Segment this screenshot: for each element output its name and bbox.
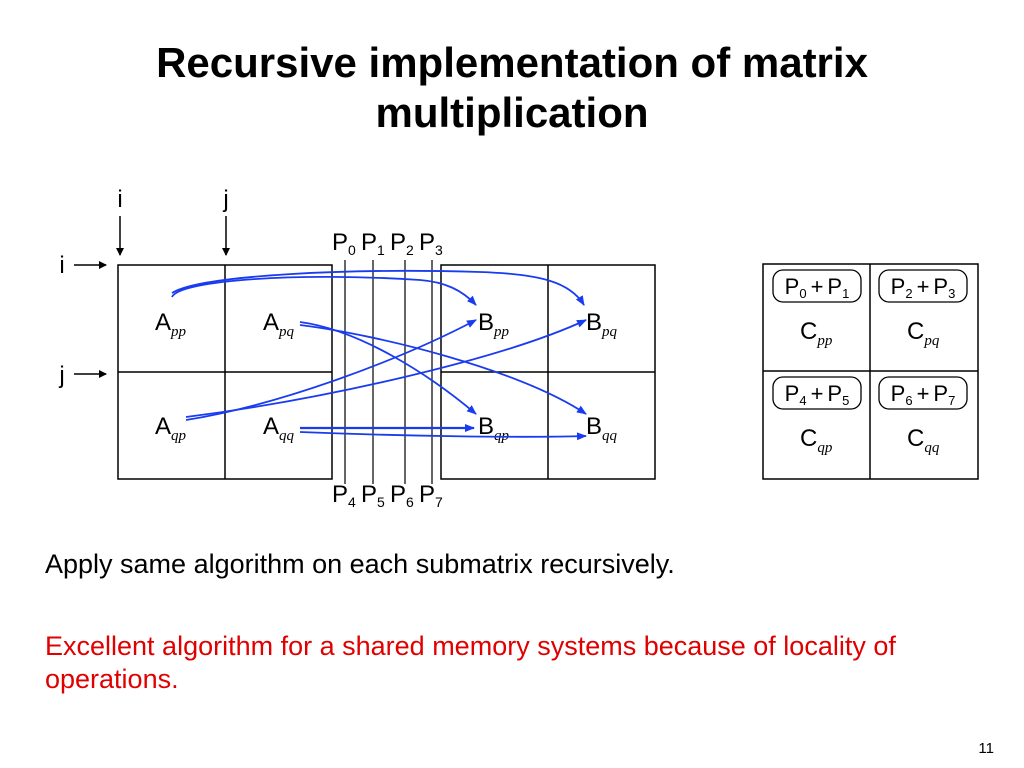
- processor-label-p0: P0: [332, 229, 356, 258]
- arrow-apq-to-bqq: [299, 324, 587, 415]
- matrix-c-cell-qp: P4+P5 Cqp: [772, 376, 862, 456]
- arrow-app-to-bpp: [171, 276, 477, 306]
- matrix-a-labels: App Apq Aqp Aqq: [155, 309, 295, 444]
- left-j-label: j: [58, 362, 64, 389]
- matrix-b-grid: [440, 264, 656, 480]
- processor-label-p2: P2: [390, 229, 414, 258]
- sum-p0-p1: P0+P1: [785, 274, 850, 301]
- processor-lines: [344, 260, 433, 484]
- sum-p4-p5: P4+P5: [785, 381, 850, 408]
- processor-labels-bottom: P4 P5 P6 P7: [332, 481, 443, 510]
- label-a-qp: Aqp: [155, 413, 187, 444]
- label-c-pp: Cpp: [800, 318, 833, 349]
- arrow-aqp-to-bpq: [185, 319, 587, 418]
- processor-label-p3: P3: [419, 229, 443, 258]
- matrix-b-labels: Bpp Bpq Bqp Bqq: [478, 309, 618, 444]
- slide-number: 11: [978, 740, 994, 757]
- processor-label-p6: P6: [390, 481, 414, 510]
- processor-labels-top: P0 P1 P2 P3: [332, 229, 443, 258]
- slide-title: Recursive implementation of matrix multi…: [40, 38, 984, 138]
- title-line-1: Recursive implementation of matrix: [156, 39, 868, 86]
- data-flow-arrows: [171, 270, 587, 441]
- label-c-qq: Cqq: [907, 425, 940, 456]
- arrow-aqq-to-bqq: [299, 431, 587, 441]
- matrix-c-grid: [762, 263, 979, 480]
- processor-label-p1: P1: [361, 229, 385, 258]
- arrow-app-to-bpq: [171, 270, 585, 306]
- matrix-c-cell-pp: P0+P1 Cpp: [772, 269, 862, 349]
- top-i-label: i: [117, 186, 122, 213]
- label-c-qp: Cqp: [800, 425, 833, 456]
- label-c-pq: Cpq: [907, 318, 940, 349]
- processor-label-p7: P7: [419, 481, 443, 510]
- left-i-label: i: [59, 252, 64, 279]
- body-text-locality: Excellent algorithm for a shared memory …: [45, 631, 896, 694]
- index-indicators: i j i j: [58, 186, 230, 389]
- label-b-qq: Bqq: [586, 413, 618, 444]
- label-a-pq: Apq: [263, 309, 295, 340]
- sum-p6-p7: P6+P7: [891, 381, 956, 408]
- processor-label-p4: P4: [332, 481, 356, 510]
- label-a-qq: Aqq: [263, 413, 295, 444]
- label-a-pp: App: [155, 309, 187, 340]
- arrow-apq-to-bqp: [299, 321, 477, 415]
- label-b-qp: Bqp: [478, 413, 510, 444]
- body-text-recursion: Apply same algorithm on each submatrix r…: [45, 549, 675, 579]
- matrix-a-grid: [117, 264, 333, 480]
- processor-label-p5: P5: [361, 481, 385, 510]
- matrix-c-cell-pq: P2+P3 Cpq: [878, 269, 968, 349]
- top-j-label: j: [222, 186, 228, 213]
- label-b-pq: Bpq: [586, 309, 618, 340]
- sum-p2-p3: P2+P3: [891, 274, 956, 301]
- label-b-pp: Bpp: [478, 309, 510, 340]
- matrix-c-cell-qq: P6+P7 Cqq: [878, 376, 968, 456]
- title-line-2: multiplication: [375, 89, 649, 136]
